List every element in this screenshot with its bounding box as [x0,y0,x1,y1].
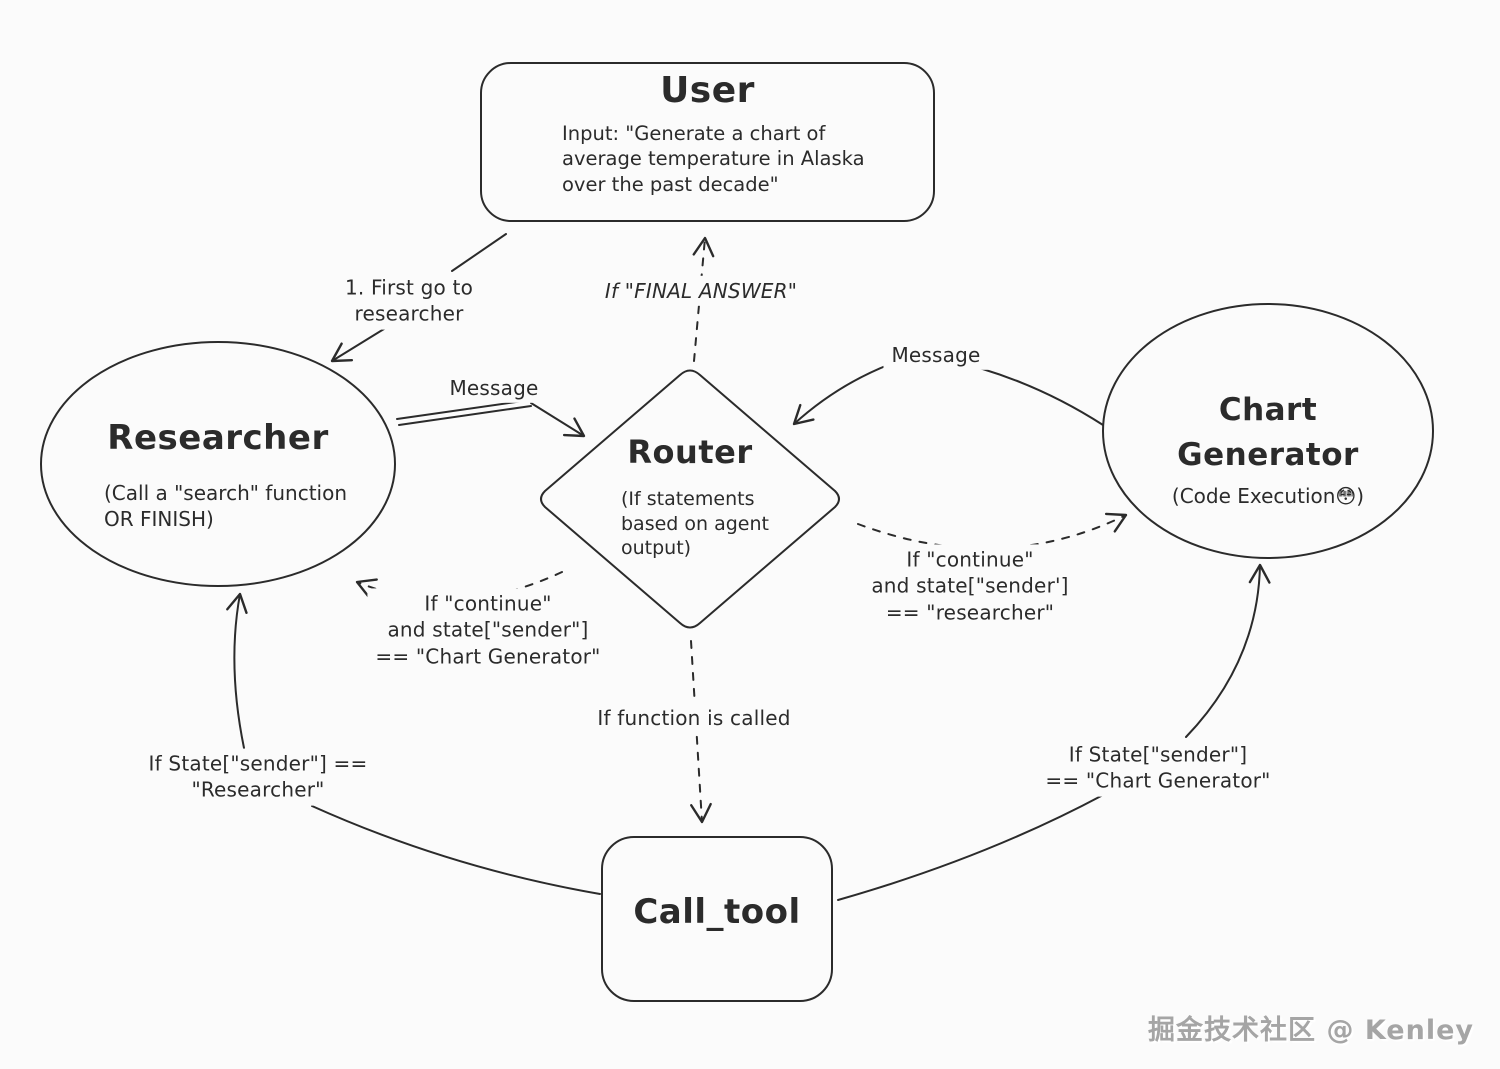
chart-generator-node-shape [1102,303,1434,559]
user-node-shape [480,62,935,222]
edge-user-to-researcher-segment [451,233,507,272]
watermark-text: 掘金技术社区 @ Kenley [1148,1015,1474,1046]
edge-researcher-to-router-line2 [398,405,532,426]
edge-calltool-to-chartgen-arrow [1185,563,1271,738]
call-tool-node-shape [601,836,833,1002]
edge-router-to-user-arrow [692,236,715,362]
edge-label-function-called: If function is called [589,702,799,734]
edge-calltool-to-researcher-segment [311,805,601,895]
chart-generator-node-title: Chart Generator [1177,392,1359,473]
edge-router-to-chartgen-arrow [857,512,1128,550]
edge-label-message-right: Message [883,339,989,371]
edge-user-to-researcher-arrow [330,328,385,363]
router-node-shape [540,369,840,629]
edge-chartgen-to-router-arrow [792,362,894,426]
edge-label-continue-researcher: If "continue" and state["sender'] == "re… [863,544,1077,628]
researcher-node-shape [40,341,396,587]
edge-label-final-answer: If "FINAL ANSWER" [596,275,806,307]
edge-calltool-to-researcher-arrow [226,592,248,749]
chart-generator-node-subtitle: (Code Execution😳) [1171,484,1365,508]
call-tool-node-title: Call_tool [633,892,801,932]
edge-researcher-to-router-arrow [530,402,586,438]
edge-router-to-calltool-arrow [690,640,712,824]
researcher-node-title: Researcher [107,418,329,458]
edge-label-message-left: Message [441,372,547,404]
edge-label-sender-researcher: If State["sender"] == "Researcher" [140,748,376,806]
edge-label-continue-chart-generator: If "continue" and state["sender"] == "Ch… [367,588,609,672]
edge-label-sender-chart-generator: If State["sender"] == "Chart Generator" [1037,739,1279,797]
edge-label-first-go-to-researcher: 1. First go to researcher [336,272,482,330]
user-node-body: Input: "Generate a chart of average temp… [562,122,865,196]
router-node-title: Router [627,433,753,471]
researcher-node-subtitle: (Call a "search" function OR FINISH) [104,481,347,531]
edge-calltool-to-chartgen-segment [837,794,1104,901]
user-node-title: User [660,70,755,111]
router-node-subtitle: (If statements based on agent output) [621,488,769,560]
